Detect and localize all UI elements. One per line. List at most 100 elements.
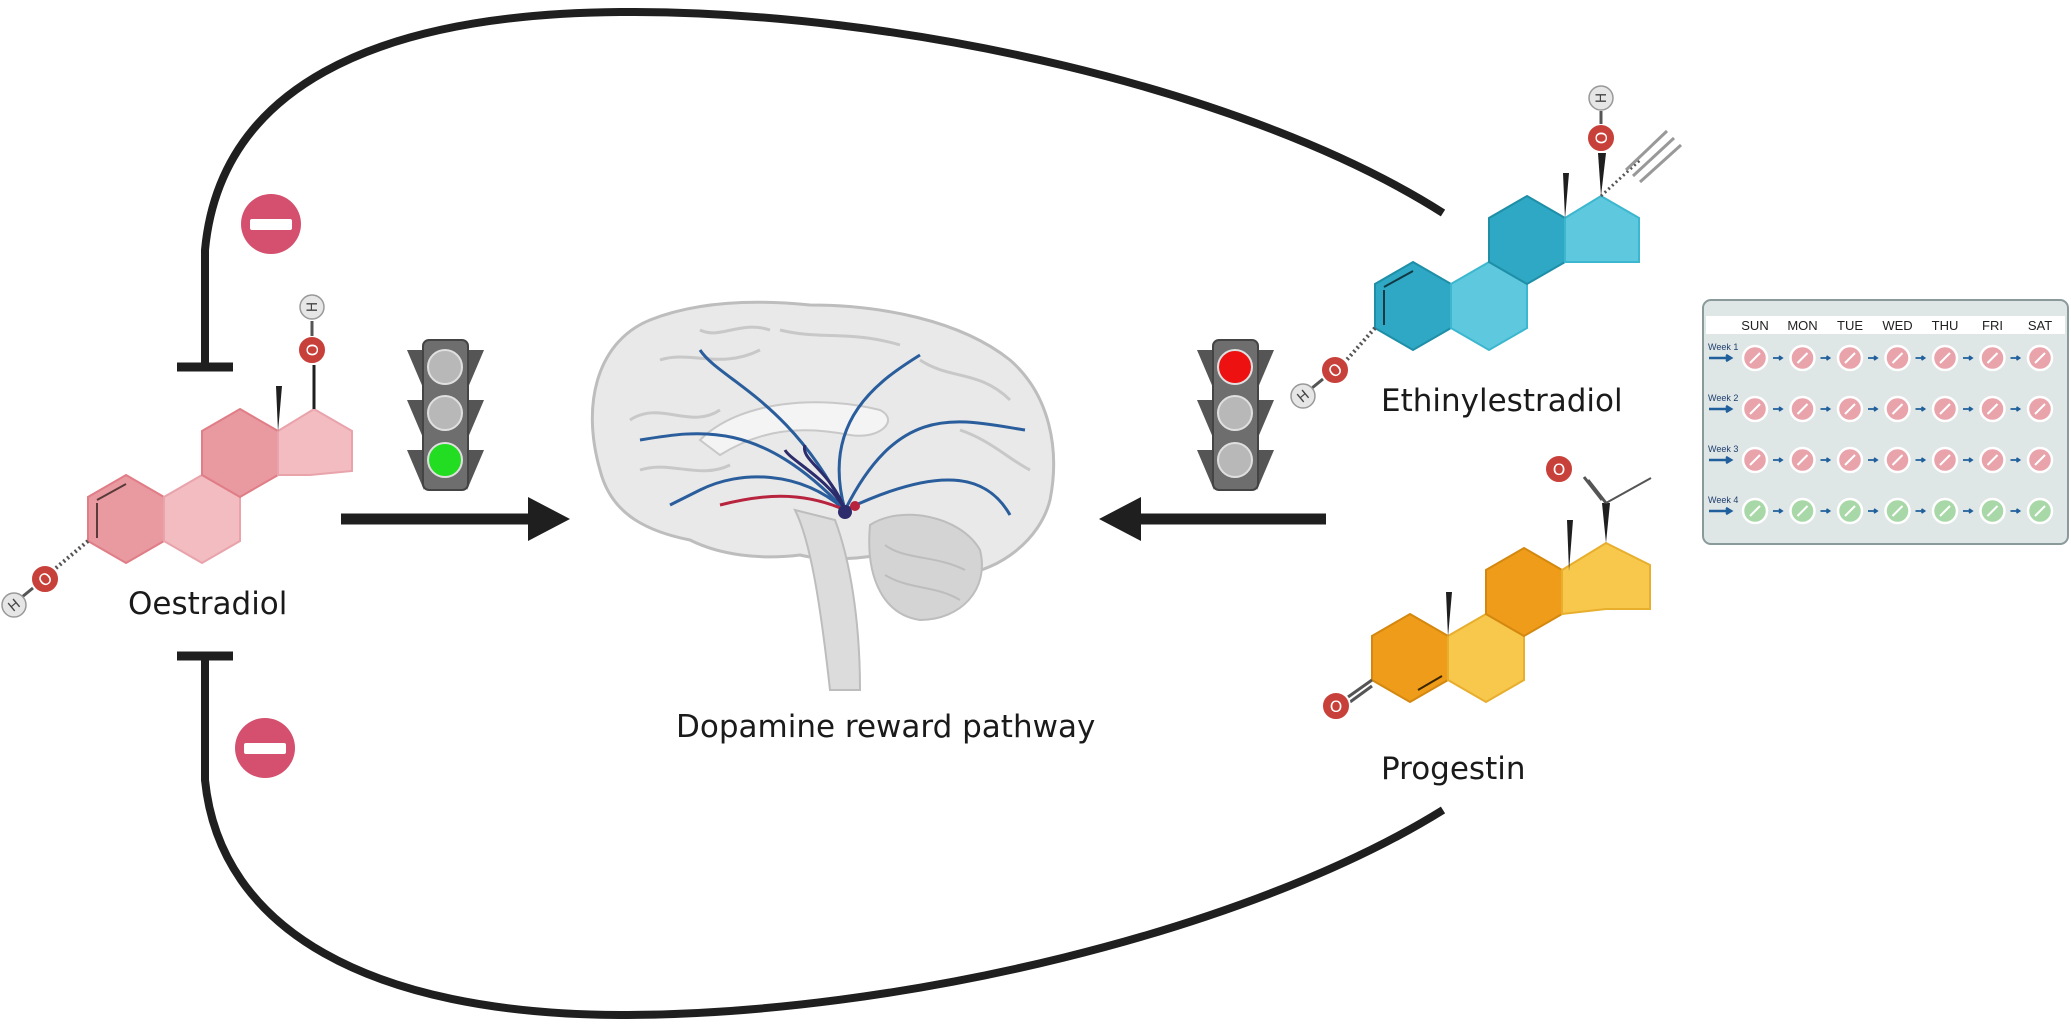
pill-pack-week-label: Week 4	[1708, 495, 1738, 505]
arrow-icon	[1709, 455, 1734, 465]
minus-circle-icon	[235, 718, 295, 778]
pill-pack-day-label: SUN	[1741, 318, 1768, 333]
svg-text:O: O	[1592, 132, 1611, 145]
arrow-icon	[1963, 508, 1974, 514]
oxygen-atom: O	[1586, 123, 1616, 153]
arrow-icon	[2010, 457, 2022, 463]
brain-illustration	[590, 300, 1056, 691]
pill-score-line	[1749, 352, 1761, 364]
oxygen-atom: O	[297, 335, 327, 365]
minus-circle-icon	[241, 194, 301, 254]
pill-score-line	[1986, 352, 1999, 364]
pill-pack: SUN MON TUE WED THU FRI SAT Week 1 Week 2 Week 3…	[1702, 299, 2069, 545]
pill-score-line	[1844, 352, 1856, 364]
svg-text:H: H	[1594, 93, 1610, 104]
pill-pack-day-label: THU	[1932, 318, 1959, 333]
pill-score-line	[1891, 454, 1904, 466]
pill-pack-day-label: WED	[1882, 318, 1912, 333]
pill-score-line	[1939, 454, 1951, 466]
arrow-icon	[1963, 457, 1974, 463]
pill-score-line	[1796, 403, 1809, 415]
pill-score-line	[1891, 505, 1904, 517]
hydrogen-atom: H	[1, 592, 27, 618]
svg-text:O: O	[1553, 460, 1566, 479]
pill-score-line	[1986, 505, 1999, 517]
arrow-icon	[2010, 406, 2022, 412]
arrow-icon	[1820, 508, 1832, 514]
traffic-light-icon	[1197, 339, 1274, 491]
pill-score-line	[1844, 403, 1856, 415]
arrow-icon	[1868, 406, 1879, 412]
arrow-icon	[1773, 406, 1784, 412]
pill-score-line	[1844, 505, 1856, 517]
traffic-light-icon	[407, 339, 484, 491]
svg-text:H: H	[305, 302, 321, 313]
oestradiol-molecule	[48, 365, 353, 575]
arrow-icon	[1868, 457, 1879, 463]
arrow-icon	[1820, 406, 1832, 412]
pill-score-line	[1986, 403, 1999, 415]
arrow-icon	[1773, 508, 1784, 514]
brain-label: Dopamine reward pathway	[676, 709, 1096, 745]
arrow-icon	[1773, 457, 1784, 463]
pill-score-line	[1844, 454, 1856, 466]
pill-pack-day-label: MON	[1787, 318, 1817, 333]
pill-pack-week-label: Week 3	[1708, 444, 1738, 454]
arrow-icon	[1820, 457, 1832, 463]
progestin-molecule	[1347, 476, 1652, 704]
oxygen-atom: O	[1320, 355, 1350, 385]
pill-score-line	[1939, 505, 1951, 517]
arrow-icon	[1868, 355, 1879, 361]
hydrogen-atom: H	[1290, 383, 1316, 409]
pill-score-line	[1749, 403, 1761, 415]
arrow-icon	[1868, 508, 1879, 514]
ethinylestradiol-molecule	[1341, 129, 1683, 366]
arrow-icon	[1963, 406, 1974, 412]
pill-score-line	[2034, 352, 2046, 364]
feedback-curve-top	[201, 7, 1446, 365]
oxygen-atom: O	[1321, 691, 1351, 721]
pill-pack-day-label: TUE	[1837, 318, 1863, 333]
pill-score-line	[1939, 403, 1951, 415]
hydrogen-atom: H	[299, 294, 325, 320]
pill-score-line	[1891, 352, 1904, 364]
arrow-icon	[2010, 508, 2022, 514]
oestradiol-label: Oestradiol	[128, 586, 288, 622]
arrow-icon	[1915, 355, 1927, 361]
pill-score-line	[1796, 454, 1809, 466]
arrow-icon	[1915, 406, 1927, 412]
pill-score-line	[1891, 403, 1904, 415]
hydrogen-atom: H	[1588, 85, 1614, 111]
pill-score-line	[2034, 505, 2046, 517]
pill-pack-grid: Week 1 Week 2 Week 3 Week 4	[1708, 342, 2054, 525]
arrow-icon	[1915, 457, 1927, 463]
pill-score-line	[1749, 505, 1761, 517]
arrow-icon	[1773, 355, 1784, 361]
pill-pack-week-label: Week 1	[1708, 342, 1738, 352]
arrow-icon	[1709, 404, 1734, 414]
pill-pack-week-label: Week 2	[1708, 393, 1738, 403]
arrow-icon	[1709, 506, 1734, 516]
pill-score-line	[2034, 454, 2046, 466]
pill-score-line	[2034, 403, 2046, 415]
feedback-curve-bottom	[201, 658, 1446, 1020]
pill-pack-days: SUN MON TUE WED THU FRI SAT	[1741, 318, 2052, 333]
arrow-icon	[1820, 355, 1832, 361]
svg-text:O: O	[303, 344, 322, 357]
svg-text:O: O	[1330, 697, 1343, 716]
arrow-left	[1099, 497, 1326, 541]
pill-score-line	[1939, 352, 1951, 364]
ethinylestradiol-label: Ethinylestradiol	[1381, 383, 1623, 419]
arrow-right	[341, 497, 570, 541]
pill-pack-day-label: FRI	[1982, 318, 2003, 333]
arrow-icon	[1963, 355, 1974, 361]
arrow-icon	[1915, 508, 1927, 514]
arrow-icon	[2010, 355, 2022, 361]
pill-score-line	[1986, 454, 1999, 466]
oxygen-atom: O	[30, 564, 60, 594]
progestin-label: Progestin	[1381, 751, 1526, 787]
pill-pack-day-label: SAT	[2028, 318, 2052, 333]
oxygen-atom: O	[1544, 454, 1574, 484]
